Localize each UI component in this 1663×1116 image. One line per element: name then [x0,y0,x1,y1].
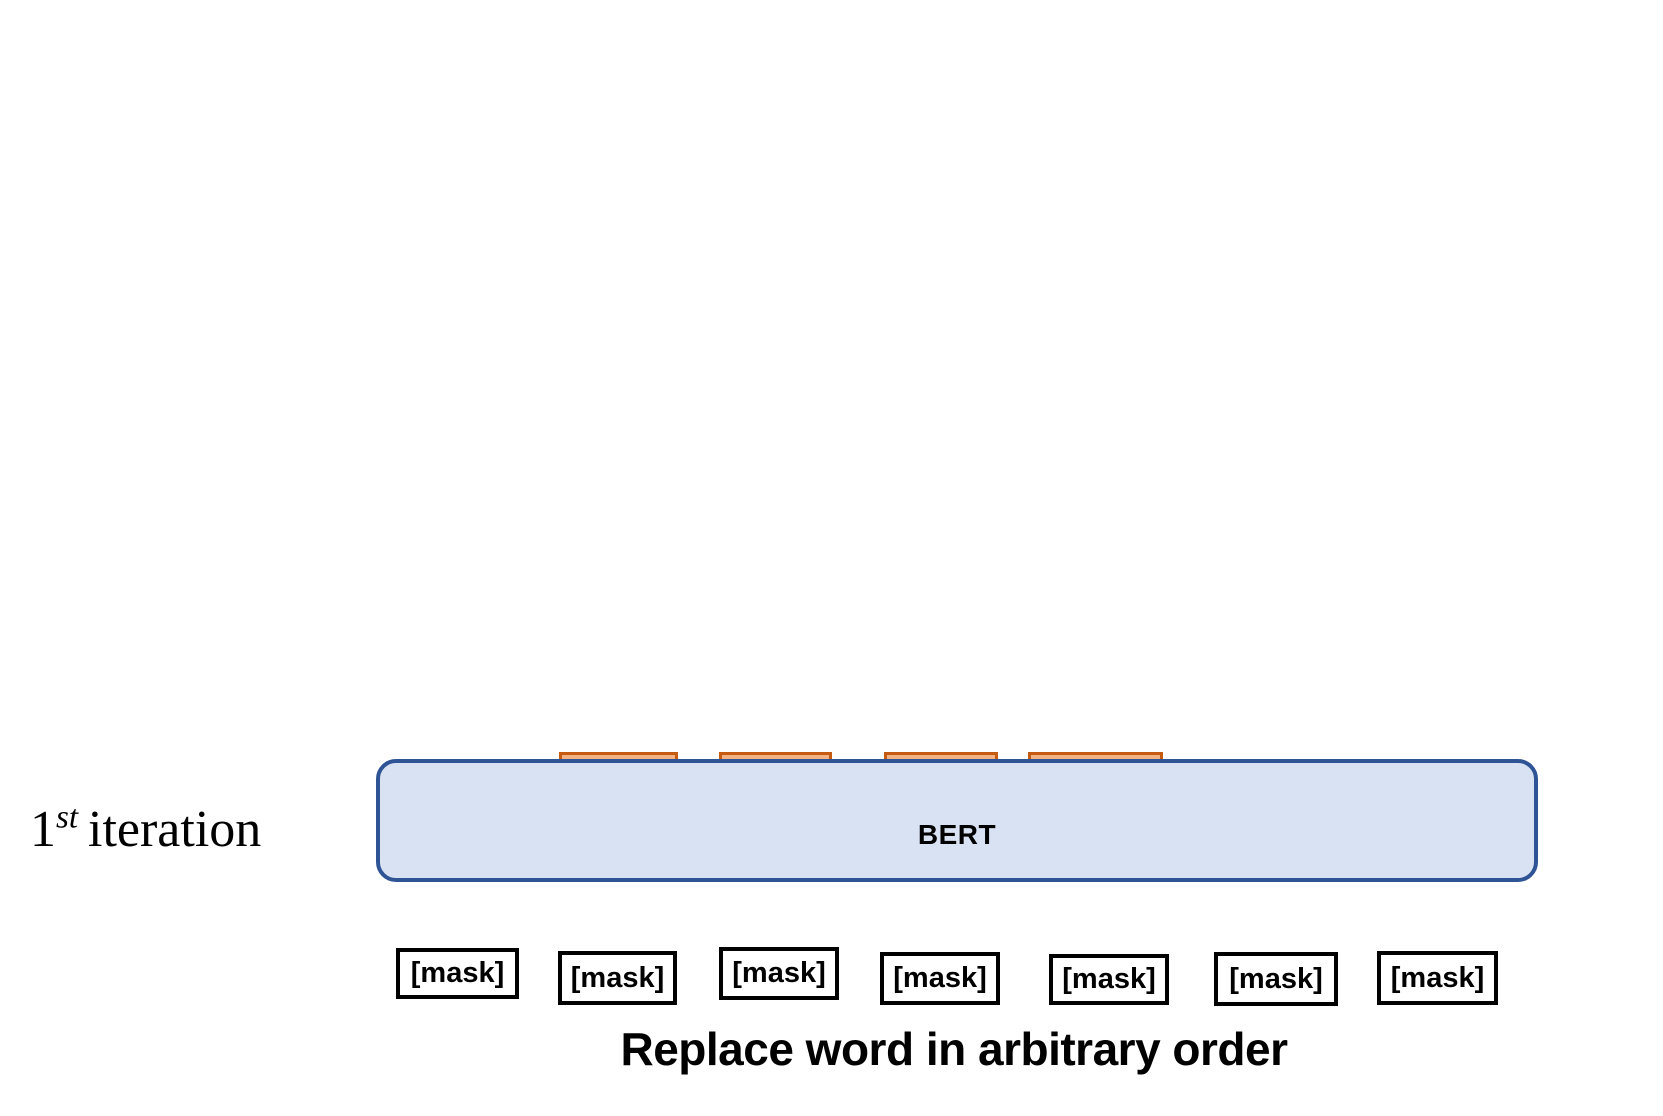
mask-token-6: [mask] [1214,952,1338,1006]
mask-token-4: [mask] [880,952,1000,1005]
mask-token-1: [mask] [396,948,519,999]
mask-token-5: [mask] [1049,954,1169,1005]
mask-token-7: [mask] [1377,951,1498,1005]
iteration-number: 1 [30,801,56,858]
mask-token-2: [mask] [558,951,677,1005]
bert-model-box: BERT [376,759,1538,882]
mask-token-3: [mask] [719,947,839,1000]
caption-text: Replace word in arbitrary order [620,1023,1288,1075]
iteration-word: iteration [88,801,262,858]
bert-model-label: BERT [917,818,997,850]
iteration-ordinal-suffix: st [56,799,79,836]
